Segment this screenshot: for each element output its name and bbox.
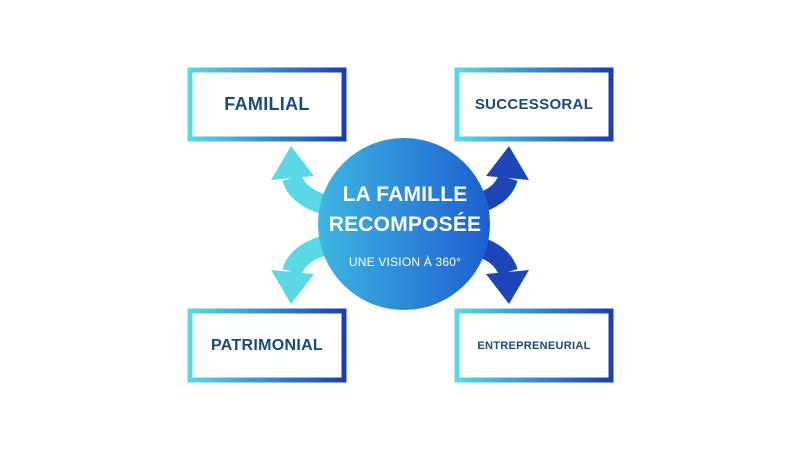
center-title-line1: LA FAMILLE xyxy=(342,183,468,206)
center-circle xyxy=(318,138,490,310)
center-subtitle: UNE VISION À 360° xyxy=(348,255,462,269)
label-entrepreneurial: ENTREPRENEURIAL xyxy=(477,339,591,352)
box-patrimonial xyxy=(187,308,347,383)
box-entrepreneurial xyxy=(454,308,614,383)
box-familial xyxy=(187,67,347,142)
label-patrimonial: PATRIMONIAL xyxy=(210,336,324,354)
label-successoral: SUCCESSORAL xyxy=(474,96,594,113)
center-title: LA FAMILLE RECOMPOSÉE xyxy=(310,180,500,240)
center-title-line2: RECOMPOSÉE xyxy=(328,213,482,236)
box-successoral xyxy=(454,67,614,142)
label-familial: FAMILIAL xyxy=(224,94,310,114)
